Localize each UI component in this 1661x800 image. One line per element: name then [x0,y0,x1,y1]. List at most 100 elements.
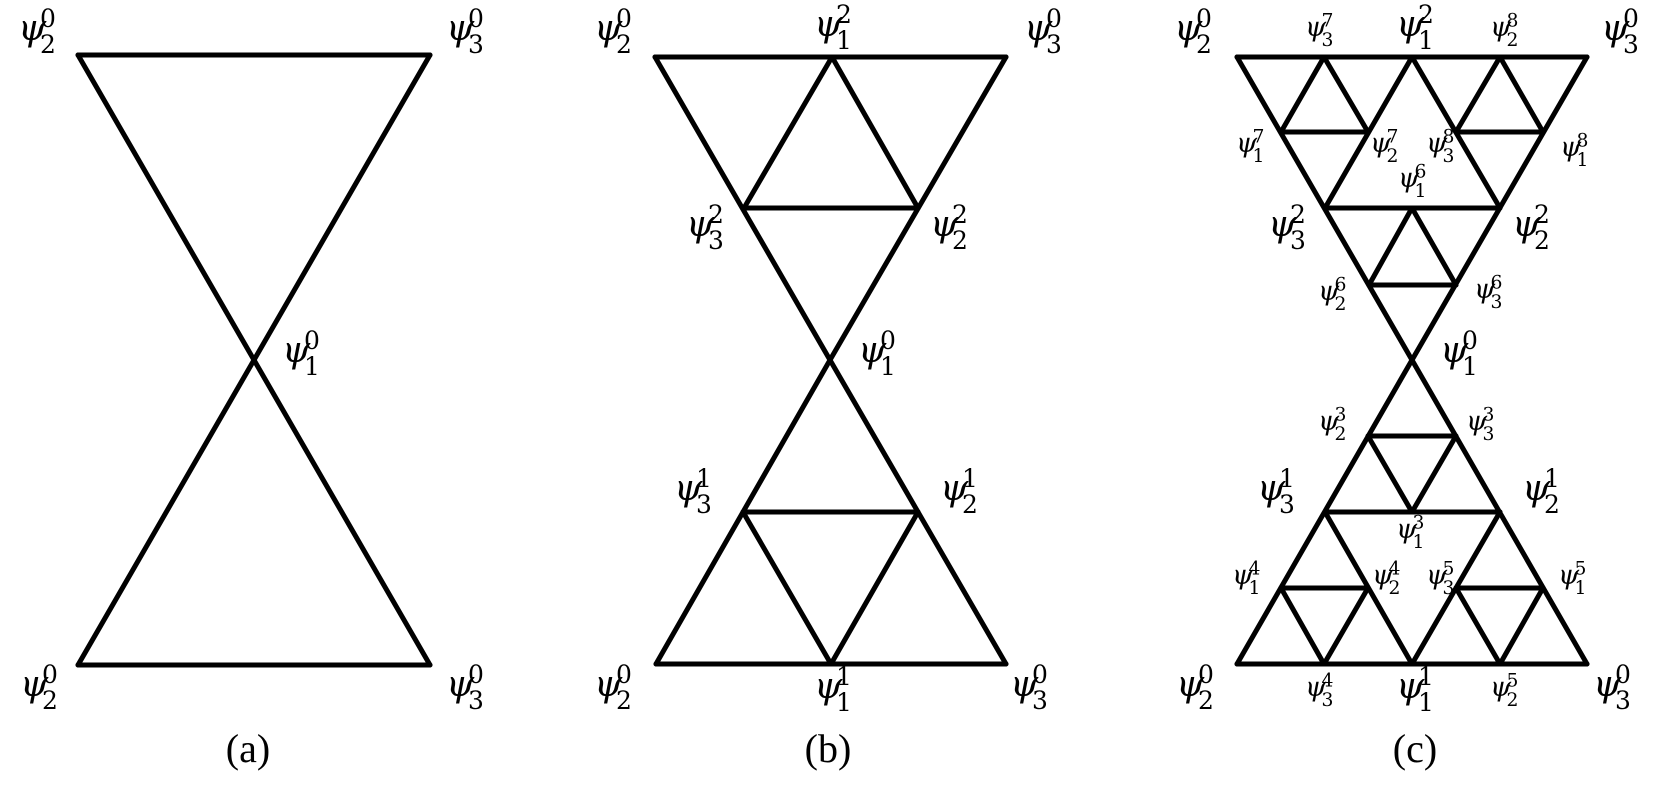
vertex-label: ψ02 [594,4,632,59]
vertex-label-symbol: ψ [1176,664,1205,705]
vertex-label-subscript: 2 [952,226,968,255]
vertex-label-superscript: 2 [1534,200,1550,229]
vertex-label-subscript: 2 [1198,686,1214,715]
vertex-label: ψ11 [1396,662,1434,717]
vertex-label: ψ41 [1232,558,1260,599]
vertex-label-superscript: 0 [616,4,632,33]
vertex-label: ψ83 [1426,126,1454,167]
vertex-label-symbol: ψ [18,8,47,49]
vertex-label-subscript: 2 [1389,578,1401,599]
vertex-label-superscript: 2 [952,200,968,229]
vertex-label-superscript: 0 [468,4,484,33]
graph-edge [741,54,835,211]
vertex-label-superscript: 7 [1387,126,1399,147]
vertex-label-superscript: 0 [304,326,320,355]
vertex-label-superscript: 4 [1322,670,1334,691]
vertex-label-superscript: 6 [1415,161,1427,182]
vertex-label-symbol: ψ [1370,128,1392,159]
vertex-label-subscript: 3 [1615,686,1631,715]
vertex-label-symbol: ψ [1318,406,1340,437]
vertex-label-superscript: 0 [1623,4,1639,33]
vertex-label-superscript: 8 [1443,126,1455,147]
vertex-label: ψ32 [1318,404,1346,445]
vertex-label-symbol: ψ [1318,276,1340,307]
vertex-label-symbol: ψ [446,8,475,49]
vertex-label: ψ01 [282,326,320,381]
vertex-label: ψ03 [1601,4,1639,59]
graph-edge [828,509,921,667]
vertex-label: ψ02 [594,660,632,715]
graph-edge [740,509,834,667]
vertex-label-symbol: ψ [446,664,475,705]
vertex-label-superscript: 2 [836,0,852,29]
vertex-label-symbol: ψ [282,330,311,371]
vertex-label-symbol: ψ [1174,8,1203,49]
vertex-label-subscript: 2 [1196,30,1212,59]
vertex-label-symbol: ψ [20,664,49,705]
graph-edge [251,52,433,363]
vertex-label-superscript: 6 [1491,272,1503,293]
vertex-label: ψ72 [1370,126,1398,167]
vertex-label-symbol: ψ [1257,468,1286,509]
vertex-label: ψ01 [1440,326,1478,381]
vertex-label-symbol: ψ [1396,666,1425,707]
vertex-label: ψ43 [1305,670,1333,711]
vertex-label-superscript: 2 [1418,0,1434,29]
vertex-label: ψ82 [1490,10,1518,51]
vertex-label-symbol: ψ [1474,274,1496,305]
vertex-label-superscript: 7 [1253,126,1265,147]
vertex-label: ψ03 [1024,4,1062,59]
vertex-label-symbol: ψ [814,666,843,707]
graph-edge [1409,205,1459,288]
vertex-label-symbol: ψ [686,204,715,245]
vertex-label-subscript: 3 [468,30,484,59]
graph-edge [75,357,257,668]
vertex-label: ψ13 [1257,464,1295,519]
vertex-label: ψ21 [1396,0,1434,55]
vertex-label-symbol: ψ [1024,8,1053,49]
vertex-label-subscript: 1 [1577,150,1589,171]
vertex-label: ψ73 [1305,10,1333,51]
vertex-label: ψ01 [858,326,896,381]
vertex-label-superscript: 0 [1032,660,1048,689]
vertex-label-symbol: ψ [1558,560,1580,591]
vertex-label-subscript: 3 [1483,424,1495,445]
vertex-label: ψ03 [446,4,484,59]
vertex-label-symbol: ψ [1440,330,1469,371]
vertex-label-superscript: 3 [1335,404,1347,425]
vertex-label-subscript: 1 [1418,26,1434,55]
vertex-label-symbol: ψ [594,664,623,705]
graph-edge [1497,585,1546,667]
graph-edge [1278,54,1327,135]
vertex-label-subscript: 3 [1443,578,1455,599]
vertex-label-subscript: 3 [708,226,724,255]
vertex-label-superscript: 5 [1443,558,1455,579]
vertex-label-symbol: ψ [1560,132,1582,163]
vertex-label: ψ61 [1398,161,1426,202]
vertex-label-symbol: ψ [1236,128,1258,159]
vertex-label-symbol: ψ [1305,12,1327,43]
vertex-label-superscript: 0 [880,326,896,355]
graph-edge [1497,54,1546,135]
vertex-label: ψ31 [1396,512,1424,553]
vertex-label-subscript: 2 [40,30,56,59]
vertex-label-subscript: 1 [1462,352,1478,381]
vertex-label-subscript: 1 [880,352,896,381]
vertex-label-superscript: 0 [40,4,56,33]
vertex-label-superscript: 3 [1483,404,1495,425]
vertex-label-symbol: ψ [1232,560,1254,591]
vertex-label: ψ21 [814,0,852,55]
vertex-label-subscript: 3 [1491,292,1503,313]
vertex-label-subscript: 2 [1544,490,1560,519]
vertex-label-subscript: 1 [836,688,852,717]
vertex-label-subscript: 2 [1507,30,1519,51]
vertex-label-superscript: 1 [836,662,852,691]
vertex-label-subscript: 3 [1322,30,1334,51]
vertex-label-symbol: ψ [1466,406,1488,437]
vertex-label-subscript: 1 [1418,688,1434,717]
vertex-label-subscript: 1 [1575,578,1587,599]
